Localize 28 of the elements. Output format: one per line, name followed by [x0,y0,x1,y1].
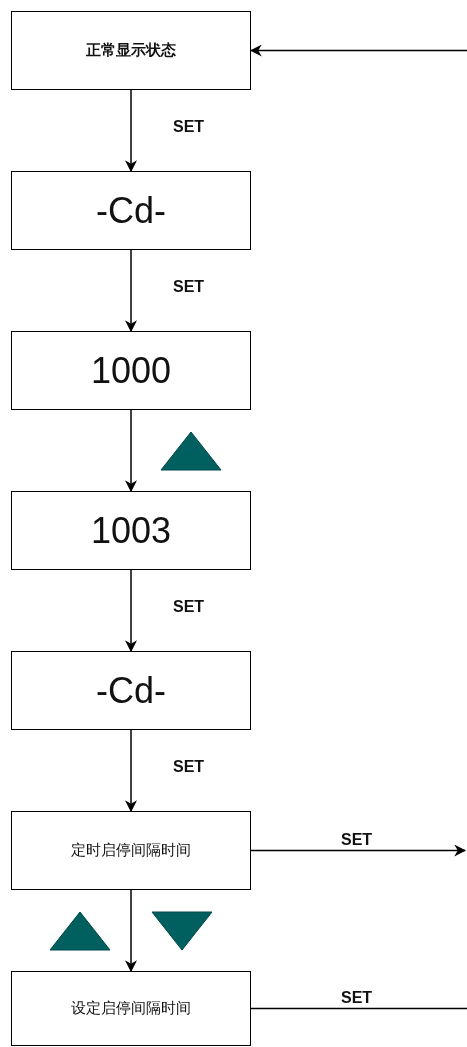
arrow [125,729,137,813]
edge-label: SET [172,598,206,615]
arrow [125,249,137,333]
arrow [249,44,467,57]
arrow [125,89,137,173]
process-box [11,811,251,890]
box-text: 定时启停间隔时间 [71,841,191,860]
edge-label: SET [340,831,374,848]
process-box [11,331,251,410]
box-text: -Cd- [96,669,166,712]
arrow [125,409,137,493]
process-box [11,11,251,90]
edge-label: SET [172,758,206,775]
box-text: 设定启停间隔时间 [71,999,191,1018]
box-text: 1003 [90,509,172,552]
process-box [11,491,251,570]
edge-label: SET [172,118,206,135]
arrow [125,569,137,653]
edge-label: SET [340,989,374,1006]
box-text: -Cd- [96,189,166,232]
arrow [125,889,137,973]
process-box [11,651,251,730]
process-box [11,171,251,250]
edge-label: SET [172,278,206,295]
arrow [250,844,467,857]
box-text: 正常显示状态 [86,41,176,60]
process-box [11,971,251,1046]
box-text: 1000 [90,349,172,392]
